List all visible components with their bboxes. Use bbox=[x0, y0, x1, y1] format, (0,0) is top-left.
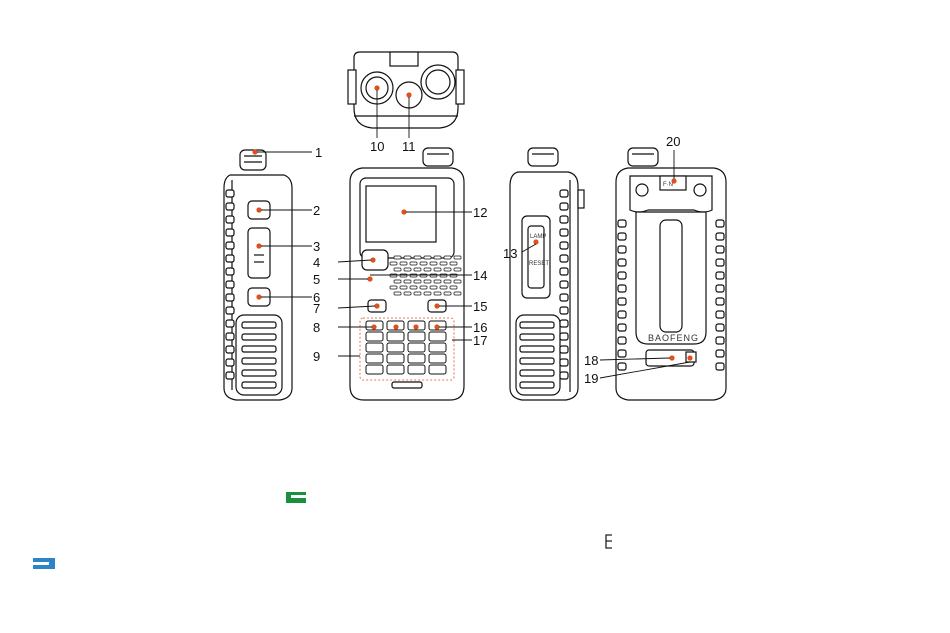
callout-15: 15 bbox=[473, 299, 487, 314]
callout-13: 13 bbox=[503, 246, 517, 261]
callout-10: 10 bbox=[370, 139, 384, 154]
callout-17: 17 bbox=[473, 333, 487, 348]
bracket-icon bbox=[606, 535, 612, 548]
callout-1: 1 bbox=[315, 145, 322, 160]
callout-14: 14 bbox=[473, 268, 487, 283]
callout-3: 3 bbox=[313, 239, 320, 254]
callout-9: 9 bbox=[313, 349, 320, 364]
callout-20: 20 bbox=[666, 134, 680, 149]
side-label-bottom: RESET bbox=[529, 261, 549, 267]
green-bar-icon bbox=[286, 492, 306, 503]
blue-bar-icon bbox=[33, 558, 55, 569]
callout-8: 8 bbox=[313, 320, 320, 335]
radio-front-view: 12 4 5 14 7 15 8 16 17 9 bbox=[313, 148, 487, 400]
callout-12: 12 bbox=[473, 205, 487, 220]
radio-top-view: 10 11 bbox=[348, 52, 464, 154]
belt-clip-tag: F·N bbox=[663, 182, 673, 188]
antenna-connector-marker bbox=[374, 85, 379, 90]
callout-7: 7 bbox=[313, 301, 320, 316]
callout-4: 4 bbox=[313, 255, 320, 270]
brand-text: BAOFENG bbox=[648, 333, 699, 343]
radio-right-side-view: LAMP RESET 13 bbox=[503, 148, 584, 400]
callout-5: 5 bbox=[313, 272, 320, 287]
radio-left-side-view: 1 2 3 6 bbox=[224, 145, 322, 400]
callout-18: 18 bbox=[584, 353, 598, 368]
callout-2: 2 bbox=[313, 203, 320, 218]
side-label-top: LAMP bbox=[530, 234, 546, 240]
radio-back-view: F·N BAOFENG 20 18 19 bbox=[584, 134, 726, 400]
flashlight-marker bbox=[406, 92, 411, 97]
callout-11: 11 bbox=[402, 139, 416, 154]
callout-19: 19 bbox=[584, 371, 598, 386]
